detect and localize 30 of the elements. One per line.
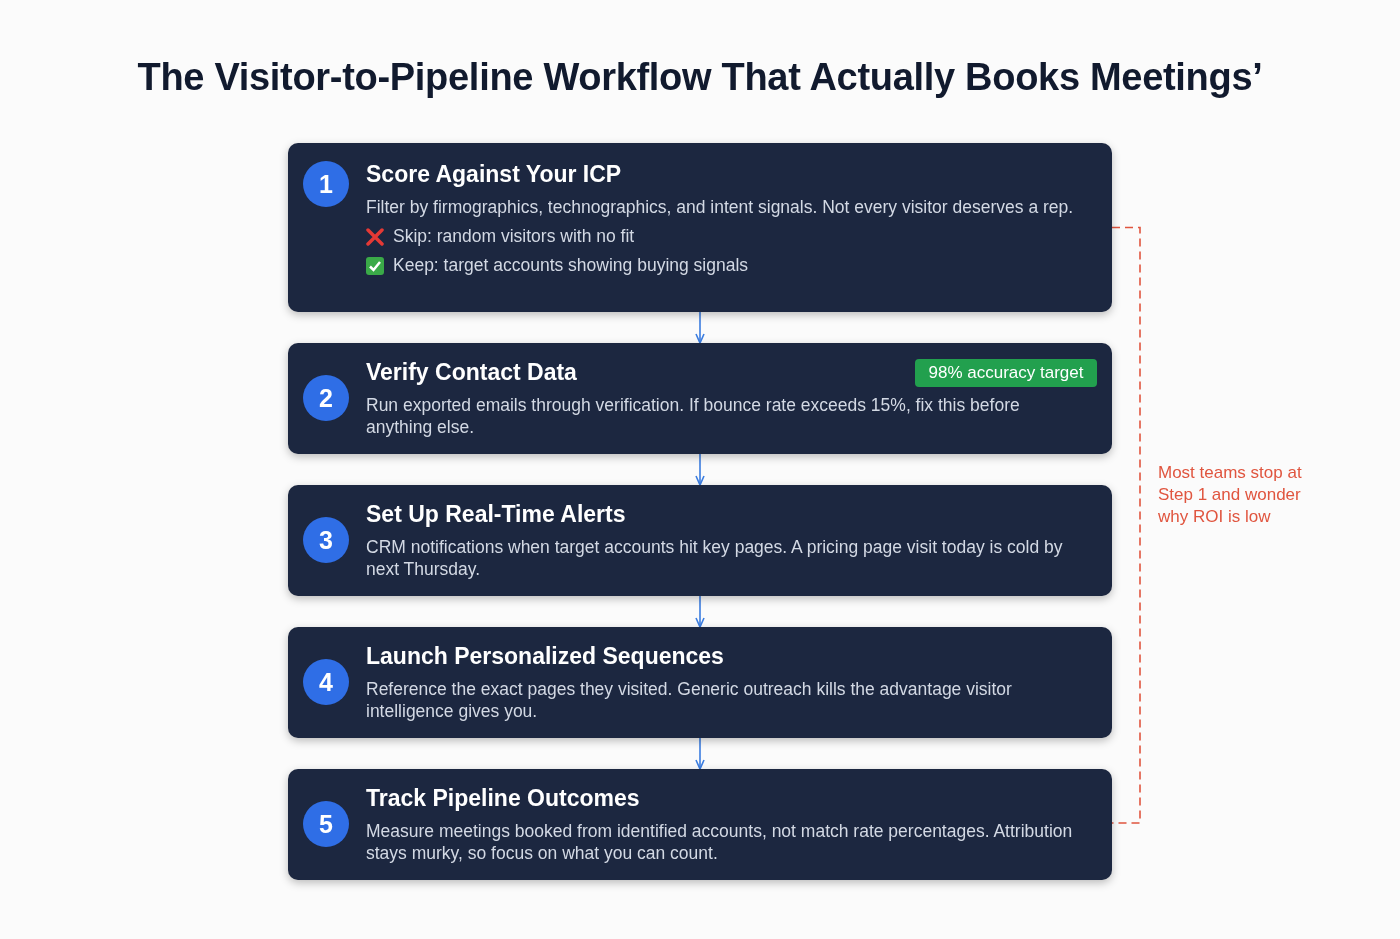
step-heading: Set Up Real-Time Alerts (366, 501, 626, 528)
step-number: 4 (303, 659, 349, 705)
arrow (695, 737, 705, 770)
step-description: Reference the exact pages they visited. Generic outreach kills the advantage visitor intelligence gives you. (366, 678, 1013, 722)
step-number: 3 (303, 517, 349, 563)
step-card (288, 627, 1112, 738)
annotation-note: Most teams stop at Step 1 and wonder why ROI is low (1158, 462, 1303, 528)
step-number: 1 (303, 161, 349, 207)
step-heading: Launch Personalized Sequences (366, 643, 724, 670)
step-heading: Score Against Your ICP (366, 161, 622, 188)
step-card (288, 143, 1112, 312)
criteria-text: Keep: target accounts showing buying signals (393, 255, 749, 276)
bracket-line (1111, 226, 1141, 824)
step-card (288, 343, 1112, 454)
arrow (695, 595, 705, 628)
step-card (288, 485, 1112, 596)
criteria-text: Skip: random visitors with no fit (393, 226, 635, 247)
step-description: CRM notifications when target accounts hit key pages. A pricing page visit today is cold by next Thursday. (366, 536, 1064, 580)
target-badge: 98% accuracy target (915, 359, 1097, 387)
arrow (695, 453, 705, 486)
title: The Visitor-to-Pipeline Workflow That Actually Books Meetings’ (136, 56, 1264, 99)
step-heading: Track Pipeline Outcomes (366, 785, 640, 812)
step-number: 5 (303, 801, 349, 847)
step-number: 2 (303, 375, 349, 421)
arrow (695, 311, 705, 344)
step-description: Filter by firmographics, technographics, and intent signals. Not every visitor deserves a rep. (366, 196, 1075, 218)
step-heading: Verify Contact Data (366, 359, 577, 386)
step-card (288, 769, 1112, 880)
step-description: Measure meetings booked from identified accounts, not match rate percentages. Attribution stays murky, so focus on what you can count. (366, 820, 1074, 864)
step-description: Run exported emails through verification. If bounce rate exceeds 15%, fix this before anything else. (366, 394, 1021, 438)
